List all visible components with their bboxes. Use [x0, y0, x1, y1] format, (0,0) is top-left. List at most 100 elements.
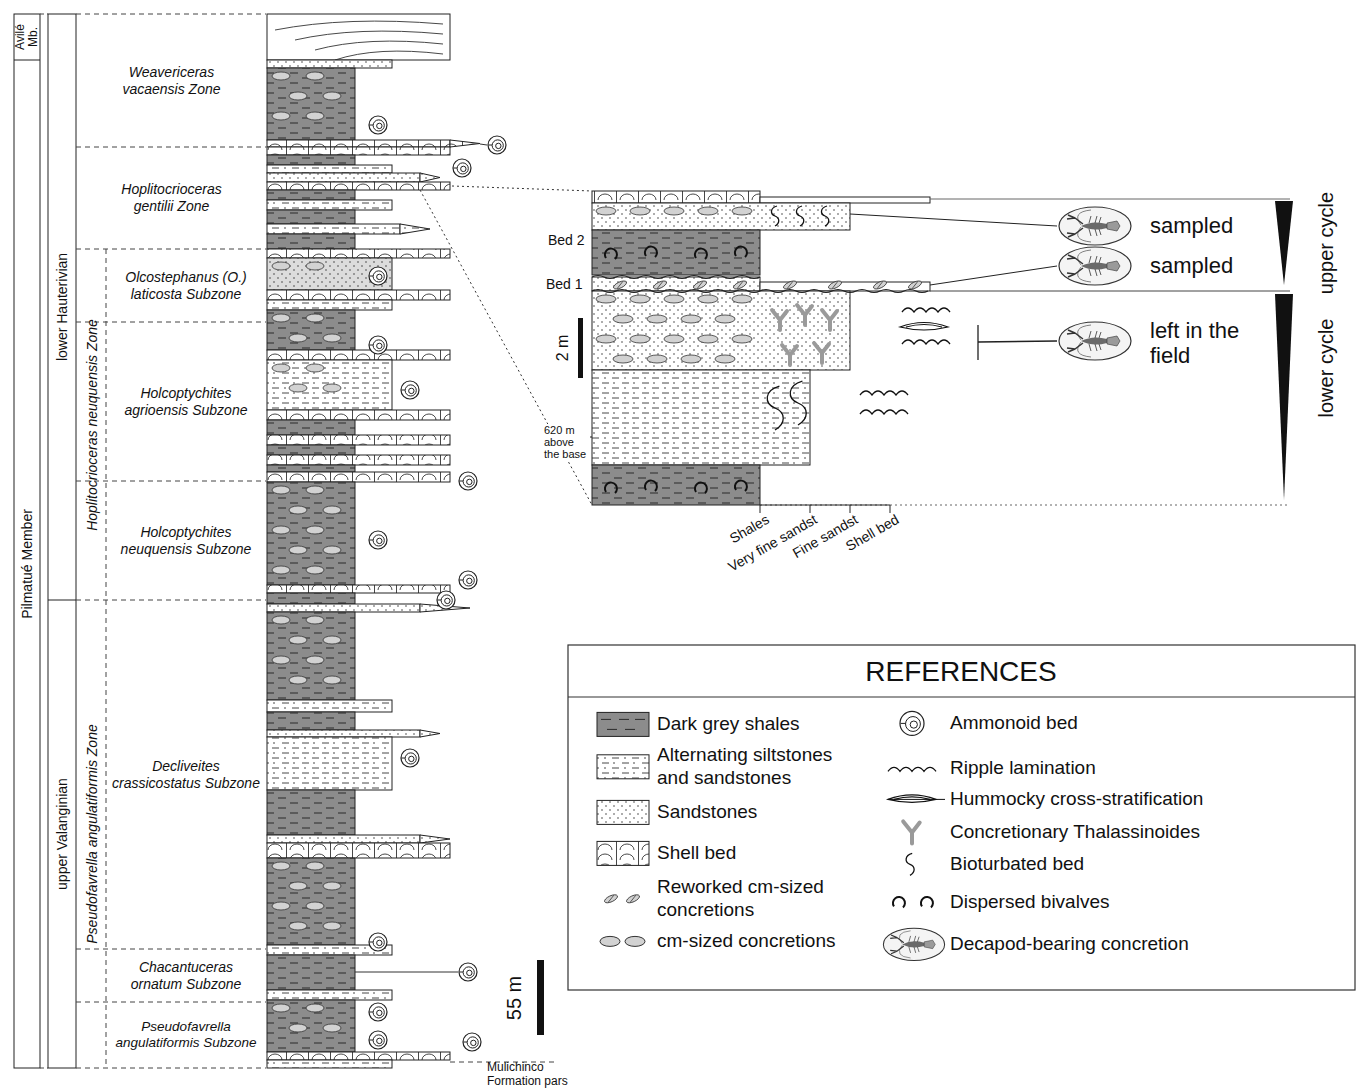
- concretion: [289, 334, 307, 342]
- concretion: [715, 315, 735, 323]
- decapod-claws: [890, 935, 904, 954]
- bed: [592, 465, 760, 505]
- unit-name: upper Valanginian: [55, 603, 70, 1065]
- annotation: Bed 2: [548, 232, 585, 248]
- legend-text: cm-sized concretions: [657, 930, 835, 953]
- zone-boundary: [76, 1002, 266, 1003]
- concretion: [272, 902, 290, 910]
- erosion-surface: [592, 290, 928, 293]
- bivalve-symbol: [695, 249, 707, 259]
- concretion: [827, 279, 842, 290]
- zone-band: Chacantuceras ornatum Subzone: [107, 950, 265, 1001]
- ammonoid-whorl: [906, 717, 921, 732]
- stratigraphic-band: Pilmatué Member: [14, 60, 40, 1068]
- concretion: [306, 112, 324, 120]
- ammonoid-whorl: [496, 143, 501, 148]
- concretion-hatch: [786, 281, 795, 288]
- decapod-tail: [924, 940, 935, 949]
- thalassinoides-symbol: [822, 310, 837, 330]
- bed: [267, 612, 355, 700]
- zone-band: Decliveites crassicostatus Subzone: [107, 601, 265, 948]
- bivalve-symbol: [605, 249, 617, 259]
- annotation: 620 m above the base: [544, 424, 590, 460]
- decapod-claws: [1067, 330, 1083, 352]
- ammonoid-rib: [459, 580, 463, 581]
- zone-band: Holcoptychites neuquensis Subzone: [107, 482, 265, 599]
- annotation: 2 m: [554, 335, 572, 362]
- zone-boundary: [76, 949, 266, 950]
- concretion: [630, 335, 650, 343]
- ammonoid-whorl: [373, 937, 384, 948]
- bed: [267, 155, 355, 165]
- bivalve-symbol: [605, 483, 617, 493]
- ripple-symbol: [860, 391, 908, 395]
- zone-band: Hoplitocrioceras gentilii Zone: [78, 148, 265, 248]
- concretion: [306, 314, 324, 322]
- bed-tongue: [450, 140, 480, 147]
- bed: [267, 147, 450, 155]
- thalassinoides-symbol: [797, 305, 812, 325]
- ammonoid-symbol: [369, 933, 387, 951]
- stratigraphic-band: Pseudofavrella angulatiformis Zone: [78, 601, 105, 1067]
- legend-divider: [568, 696, 1355, 697]
- concretion: [323, 922, 341, 930]
- bed: [592, 277, 760, 291]
- concretion: [272, 566, 290, 574]
- ammonoid-whorl: [377, 343, 382, 348]
- ammonoid-whorl: [467, 970, 472, 975]
- sample-leader: [930, 266, 1057, 285]
- concretion: [306, 526, 324, 534]
- concretion: [289, 922, 307, 930]
- sample-leader: [850, 214, 1057, 226]
- decapod-antennae: [1078, 325, 1091, 357]
- concretion: [289, 636, 307, 644]
- bed: [267, 790, 355, 835]
- scale-bar: [578, 318, 583, 378]
- concretion-hatch: [831, 281, 840, 288]
- ammonoid-whorl: [377, 274, 382, 279]
- hummocky-symbol: [888, 795, 936, 803]
- decapod-concretion: [1059, 247, 1131, 285]
- decapod-claws: [1067, 255, 1083, 277]
- concretion: [272, 486, 290, 494]
- bed: [267, 737, 392, 790]
- annotation: left in the field: [1150, 318, 1264, 369]
- zone-boundary: [76, 14, 266, 15]
- thalassinoides-symbol: [782, 345, 797, 365]
- bed: [267, 843, 450, 858]
- ammonoid-whorl: [373, 120, 384, 131]
- ammonoid-leader: [480, 144, 487, 145]
- hummocky-symbol: [900, 323, 948, 331]
- concretion: [907, 279, 922, 290]
- zone-band: Holcoptychites agrioensis Subzone: [107, 323, 265, 480]
- concretion: [603, 893, 618, 904]
- detail-link: [452, 186, 592, 191]
- cycle-wedge: [1275, 294, 1293, 500]
- concretion-hatch: [736, 281, 745, 288]
- ammonoid-rib: [459, 481, 463, 482]
- concretion: [306, 364, 324, 372]
- concretion: [306, 72, 324, 80]
- annotation: 55 m: [503, 976, 526, 1020]
- concretion: [272, 364, 290, 372]
- bed-tongue: [420, 730, 440, 737]
- concretion: [272, 656, 290, 664]
- legend-text: Decapod-bearing concretion: [950, 933, 1189, 956]
- concretion: [664, 207, 684, 215]
- concretion: [323, 384, 341, 392]
- ammonoid-symbol: [369, 267, 387, 285]
- ammonoid-whorl: [467, 1037, 478, 1048]
- zone-name: Weavericeras vacaensis Zone: [107, 64, 237, 98]
- cycle-boundary: [930, 291, 1290, 292]
- bivalve-symbol: [893, 897, 905, 907]
- legend-swatch-dash: [601, 719, 645, 729]
- ammonoid-rib: [369, 276, 373, 277]
- concretion: [289, 92, 307, 100]
- zone-band: Olcostephanus (O.) laticosta Subzone: [107, 250, 265, 321]
- stratigraphic-band: lower Hauterivian: [48, 14, 76, 600]
- bed: [592, 370, 810, 465]
- ammonoid-rib: [463, 1042, 467, 1043]
- concretion: [306, 862, 324, 870]
- stratigraphic-band: upper Valanginian: [48, 600, 76, 1068]
- concretion: [732, 279, 747, 290]
